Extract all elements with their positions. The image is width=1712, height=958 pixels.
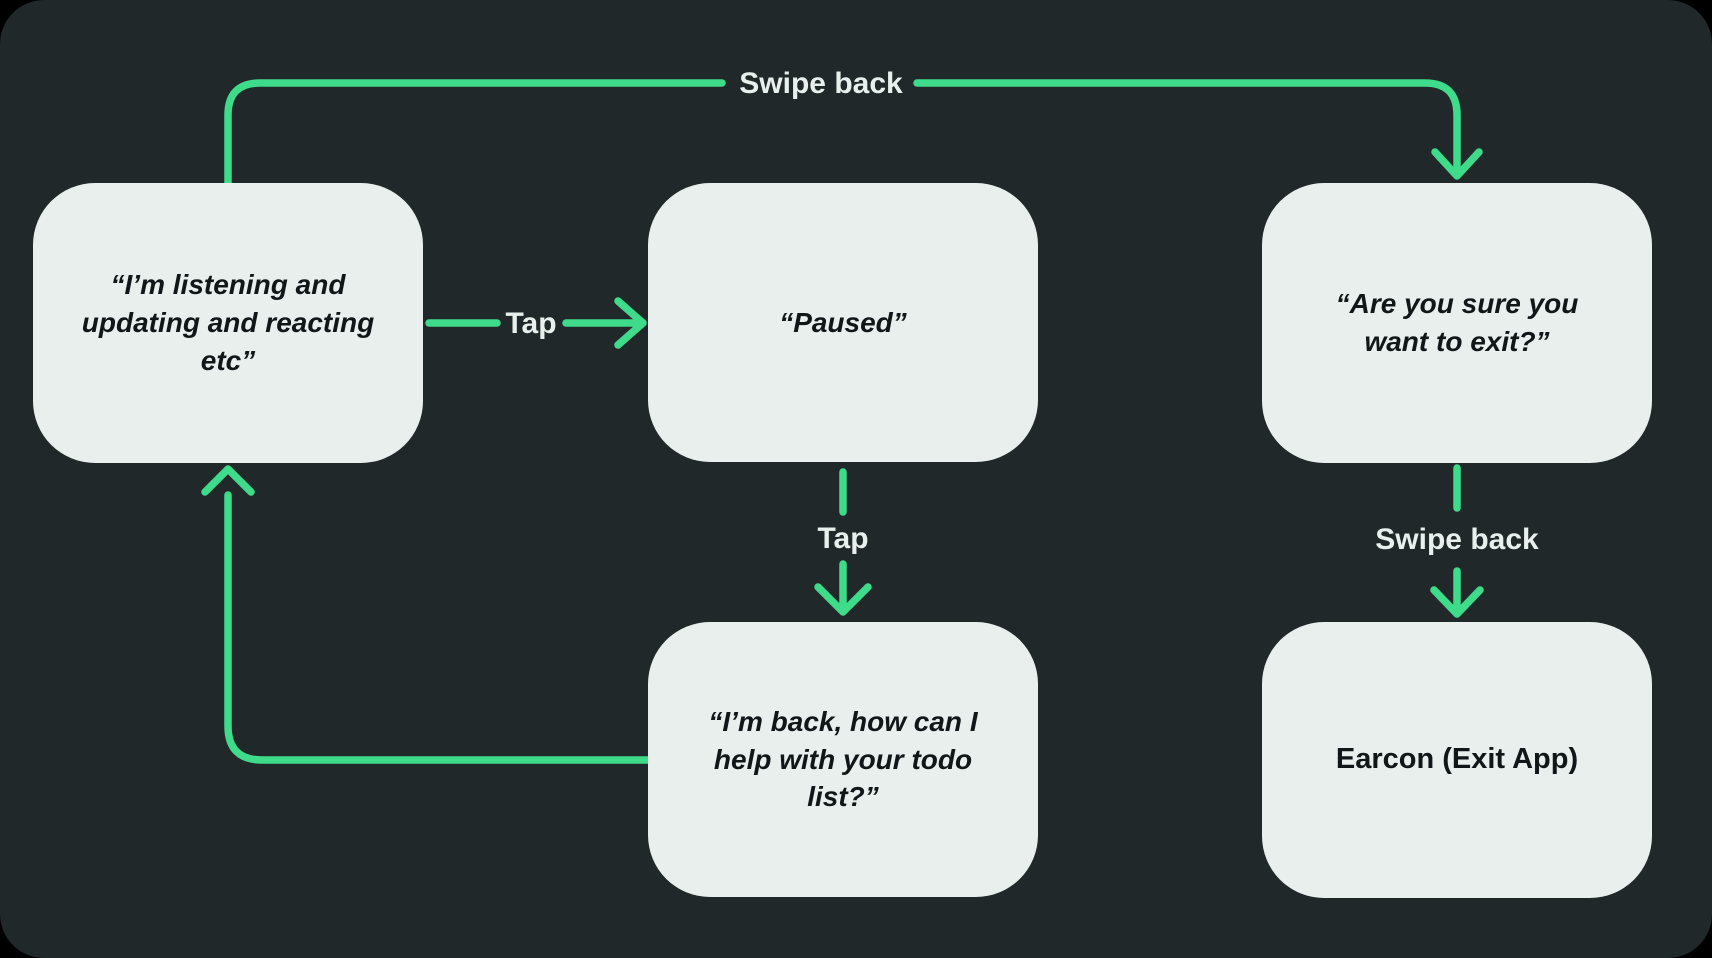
node-exit-confirm-label: “Are you sure you want to exit?” (1335, 288, 1579, 357)
edge-label-swipe-back-to-exit: Swipe back (1375, 523, 1539, 556)
node-paused-label: “Paused” (779, 306, 907, 338)
node-earcon-exit-label: Earcon (Exit App) (1335, 743, 1579, 776)
node-listening: “I’m listening and updating and reacting… (33, 183, 423, 463)
node-back-todo-label: “I’m back, how can I help with your todo… (708, 705, 978, 813)
edge-label-swipe-back-top: Swipe back (739, 67, 903, 100)
node-paused: “Paused” (648, 183, 1038, 462)
node-back-todo: “I’m back, how can I help with your todo… (648, 622, 1038, 897)
node-exit-confirm: “Are you sure you want to exit?” (1262, 183, 1652, 463)
edge-label-tap-to-resume: Tap (817, 522, 869, 555)
node-earcon-exit: Earcon (Exit App) (1262, 622, 1652, 898)
node-listening-label: “I’m listening and updating and reacting… (81, 269, 375, 376)
edge-label-tap-to-pause: Tap (505, 307, 557, 340)
